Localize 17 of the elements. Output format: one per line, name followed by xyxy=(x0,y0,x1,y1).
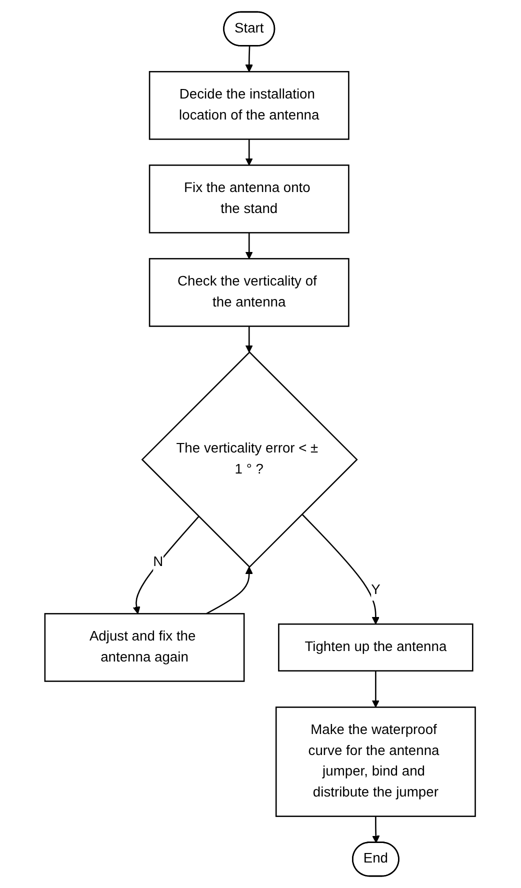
node-box: Make the waterproof curve for the antenna jumper, bind and distribute the jumper xyxy=(276,706,476,817)
node-box: Decide the installation location of the antenna xyxy=(149,71,350,140)
edge-label: Y xyxy=(371,582,381,598)
arrow xyxy=(246,139,254,166)
node-box: Check the verticality of the antenna xyxy=(149,258,350,327)
arrow xyxy=(246,326,254,353)
arrow xyxy=(372,816,380,844)
edge-label: N xyxy=(154,554,164,570)
arrow xyxy=(246,232,254,260)
node-box: Fix the antenna onto the stand xyxy=(149,164,350,234)
node-box: Tighten up the antenna xyxy=(278,623,474,672)
node-box: Adjust and fix the antenna again xyxy=(44,613,246,682)
arrow xyxy=(206,566,254,614)
arrow xyxy=(246,46,254,72)
arrow xyxy=(372,670,380,708)
arrow xyxy=(133,516,200,614)
arrow xyxy=(302,514,380,624)
